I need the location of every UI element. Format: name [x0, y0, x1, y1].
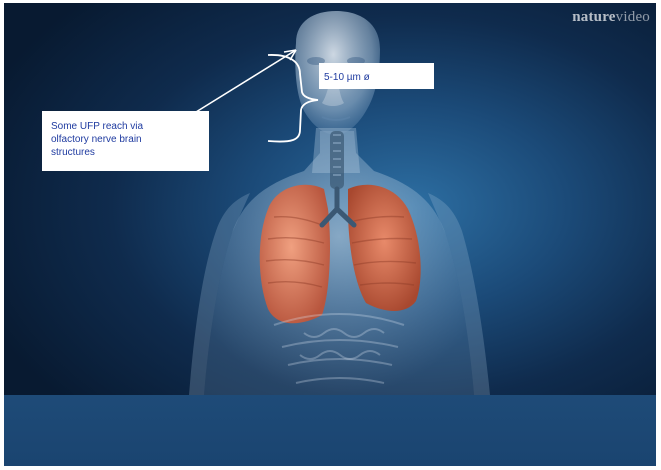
left-lung	[260, 185, 330, 324]
ufp-note-line: Some UFP reach via	[51, 120, 209, 133]
ufp-note-line: structures	[51, 146, 209, 159]
video-frame: naturevideo	[4, 3, 656, 395]
caption-band	[4, 395, 656, 466]
ufp-note-line: olfactory nerve brain	[51, 133, 209, 146]
ufp-note-label: Some UFP reach via olfactory nerve brain…	[42, 111, 209, 171]
anatomy-illustration	[4, 3, 656, 395]
naturevideo-logo: naturevideo	[572, 9, 650, 26]
particle-size-label: 5-10 µm ø	[319, 63, 434, 89]
trachea	[330, 131, 344, 189]
